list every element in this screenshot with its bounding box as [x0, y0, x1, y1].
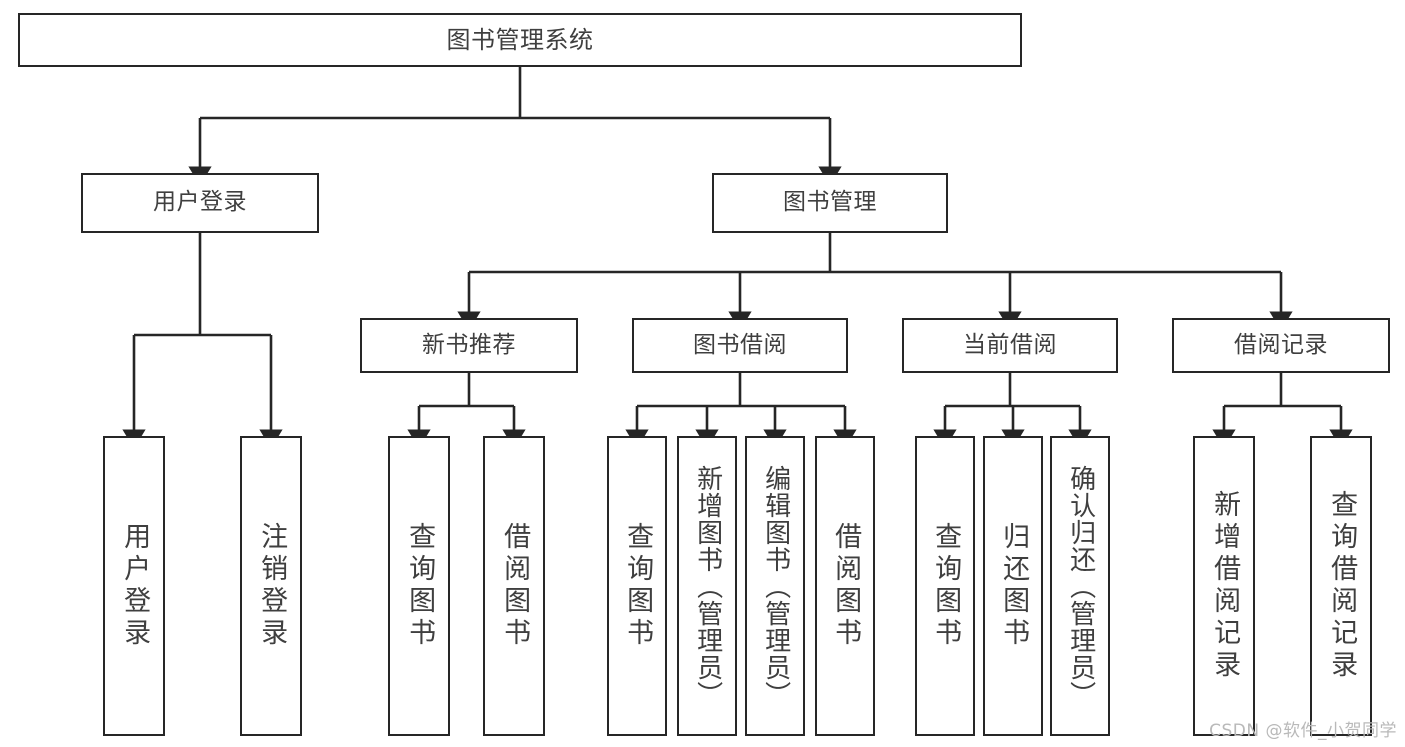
node-label: 借阅记录	[1234, 331, 1328, 358]
node-leaf-user-login[interactable]: 用户登录	[103, 436, 165, 736]
node-label: 图书管理系统	[446, 25, 594, 54]
node-root[interactable]: 图书管理系统	[18, 13, 1022, 67]
node-label: 用户登录	[119, 522, 151, 650]
node-label: 图书管理	[783, 189, 877, 216]
node-label: 查询图书	[404, 522, 436, 650]
node-leaf-cb-return[interactable]: 归还图书	[983, 436, 1043, 736]
node-leaf-cb-confirm[interactable]: 确认归还（管理员）	[1050, 436, 1110, 736]
node-label: 归还图书	[998, 522, 1030, 650]
node-leaf-bb-edit[interactable]: 编辑图书（管理员）	[745, 436, 805, 736]
node-current-borrow[interactable]: 当前借阅	[902, 318, 1118, 373]
node-label: 查询图书	[930, 522, 962, 650]
node-label: 新增借阅记录	[1209, 490, 1241, 682]
node-leaf-rec-borrow[interactable]: 借阅图书	[483, 436, 545, 736]
node-leaf-br-query[interactable]: 查询借阅记录	[1310, 436, 1372, 736]
node-label: 新书推荐	[422, 331, 516, 358]
node-label: 查询借阅记录	[1326, 490, 1358, 682]
node-leaf-bb-add[interactable]: 新增图书（管理员）	[677, 436, 737, 736]
node-leaf-bb-borrow[interactable]: 借阅图书	[815, 436, 875, 736]
node-new-book-rec[interactable]: 新书推荐	[360, 318, 578, 373]
node-label: 查询图书	[622, 522, 654, 650]
node-leaf-br-add[interactable]: 新增借阅记录	[1193, 436, 1255, 736]
node-label: 借阅图书	[830, 522, 862, 650]
node-leaf-logout[interactable]: 注销登录	[240, 436, 302, 736]
node-label: 确认归还（管理员）	[1065, 464, 1096, 708]
node-label: 用户登录	[153, 189, 247, 216]
edge-paths	[122, 67, 1353, 449]
node-label: 新增图书（管理员）	[692, 464, 723, 708]
node-label: 当前借阅	[963, 331, 1057, 358]
node-label: 图书借阅	[693, 331, 787, 358]
node-leaf-bb-query[interactable]: 查询图书	[607, 436, 667, 736]
node-label: 编辑图书（管理员）	[760, 464, 791, 708]
node-leaf-rec-query[interactable]: 查询图书	[388, 436, 450, 736]
node-user-login[interactable]: 用户登录	[81, 173, 319, 233]
node-leaf-cb-query[interactable]: 查询图书	[915, 436, 975, 736]
node-label: 注销登录	[256, 522, 288, 650]
node-book-borrow[interactable]: 图书借阅	[632, 318, 848, 373]
node-book-manage[interactable]: 图书管理	[712, 173, 948, 233]
node-label: 借阅图书	[499, 522, 531, 650]
node-borrow-record[interactable]: 借阅记录	[1172, 318, 1390, 373]
